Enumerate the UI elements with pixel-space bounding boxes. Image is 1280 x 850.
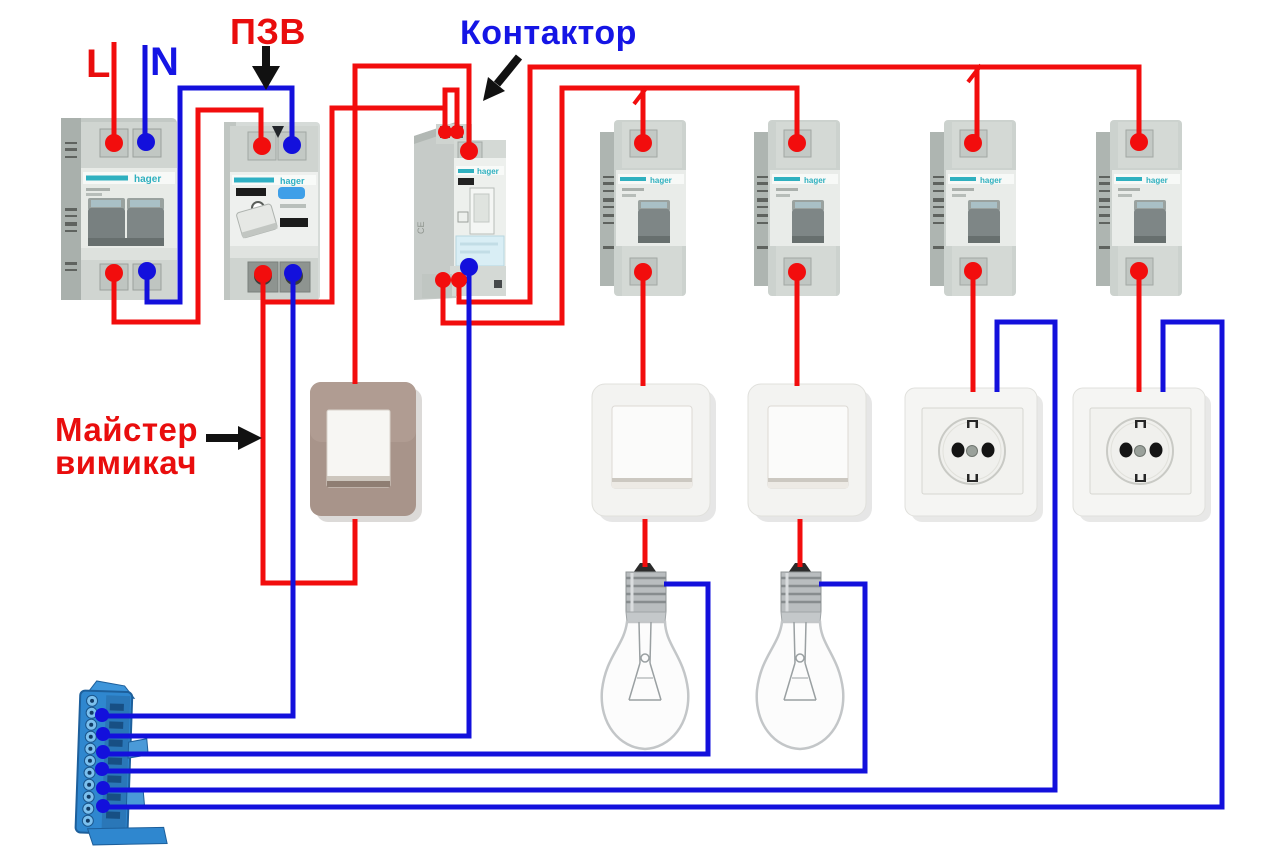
light-switch-1 — [591, 383, 716, 523]
brand-text: hager — [477, 167, 499, 176]
svg-text:CE: CE — [416, 221, 426, 234]
test-button — [278, 187, 305, 199]
rcd-arrow — [252, 46, 280, 90]
rcd-device: hager — [224, 122, 320, 300]
bulb-2 — [755, 561, 845, 751]
master-switch-rocker — [326, 409, 391, 488]
branch-tick — [966, 63, 983, 84]
master-switch-arrow — [206, 426, 262, 450]
label-slot — [236, 188, 266, 196]
wire-neutral — [103, 274, 296, 719]
brand-text: hager — [280, 176, 305, 186]
brand-text: hager — [134, 174, 161, 185]
label-rcd: ПЗВ — [230, 11, 306, 52]
socket-breaker-1 — [928, 118, 1018, 298]
label-line-neutral: N — [150, 40, 180, 84]
light-breaker-2 — [752, 118, 842, 298]
light-breaker-1 — [598, 118, 688, 298]
neutral-terminal-block — [74, 680, 168, 846]
label-contactor: Контактор — [460, 14, 637, 52]
contactor-arrow — [483, 54, 523, 101]
socket-breaker-2 — [1094, 118, 1184, 298]
branch-tick — [632, 85, 649, 106]
barcode — [65, 142, 77, 271]
master-switch — [310, 382, 422, 522]
light-switch-2 — [747, 383, 872, 523]
main-breaker-2p: hager — [61, 118, 177, 300]
socket-2 — [1072, 387, 1211, 523]
bulb-1 — [600, 561, 690, 751]
label-line-live: L — [86, 42, 111, 86]
contactor-device: hager CE — [414, 122, 506, 300]
socket-1 — [904, 387, 1043, 523]
